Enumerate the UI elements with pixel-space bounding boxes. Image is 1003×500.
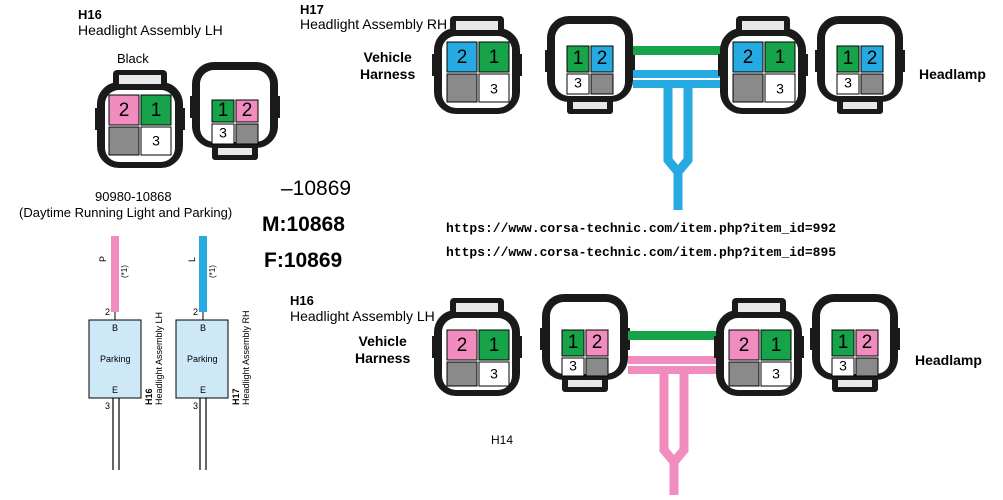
vehicle-harness-label-bottom: Vehicle Harness [355, 333, 411, 366]
svg-text:1: 1 [573, 48, 584, 69]
pin-top-left: 2 [105, 307, 111, 317]
female-part: F:10869 [264, 249, 343, 272]
h16-headlamp-connector: 1 2 3 [810, 294, 900, 392]
terminal-e-right: E [200, 385, 207, 395]
h17-adapter-connector-a: 1 2 3 [545, 16, 635, 114]
h17-adapter-connector-b: 2 1 3 [718, 16, 808, 114]
h17-name: Headlight Assembly RH [300, 16, 448, 32]
svg-text:2: 2 [867, 48, 878, 69]
connector-color-label: Black [117, 51, 149, 66]
h16-bottom-name: Headlight Assembly LH [290, 308, 435, 324]
pin-bottom-left: 3 [105, 401, 111, 411]
svg-text:3: 3 [844, 75, 852, 91]
h16-adapter-connector-a: 1 2 3 [540, 294, 630, 392]
alt-part-number: –10869 [281, 177, 352, 200]
top-blue-wire [633, 70, 725, 88]
svg-text:2: 2 [592, 332, 603, 353]
h17-headlamp-connector: 1 2 3 [815, 16, 905, 114]
svg-text:2: 2 [597, 48, 608, 69]
bottom-green-wire [628, 331, 720, 340]
note-right: (*1) [208, 265, 217, 278]
h17-vehicle-harness-connector: 2 1 3 [432, 16, 522, 114]
h17-code: H17 [300, 2, 324, 17]
schematic-name-right: Headlight Assembly RH [241, 310, 251, 405]
terminal-b-right: B [200, 323, 207, 333]
schematic-name-left: Headlight Assembly LH [154, 311, 164, 405]
schematic-h17 [175, 236, 229, 470]
svg-text:2: 2 [242, 100, 253, 121]
vehicle-harness-label-top: Vehicle Harness [360, 49, 416, 82]
svg-text:3: 3 [772, 366, 780, 382]
schematic-code-left: H16 [144, 388, 154, 405]
wire-color-p: P [98, 255, 108, 262]
h16-top-code: H16 [78, 7, 102, 22]
top-green-wire [633, 46, 725, 55]
svg-text:3: 3 [569, 358, 577, 374]
svg-text:3: 3 [574, 75, 582, 91]
h16-mating-connector-left: 1 2 3 [190, 62, 280, 160]
svg-text:1: 1 [775, 47, 786, 68]
parking-box-h17 [175, 319, 229, 399]
h16-top-name: Headlight Assembly LH [78, 22, 223, 38]
svg-text:3: 3 [776, 81, 784, 97]
h14-label: H14 [491, 433, 514, 447]
svg-text:1: 1 [151, 100, 162, 121]
svg-text:2: 2 [739, 335, 750, 356]
h16-vehicle-harness-connector: 2 1 3 [432, 298, 522, 396]
parking-label-right: Parking [187, 354, 218, 364]
svg-text:2: 2 [457, 47, 468, 68]
part-description: (Daytime Running Light and Parking) [19, 205, 233, 220]
bottom-pink-wire [628, 356, 720, 374]
svg-text:2: 2 [862, 332, 873, 353]
pin-top-right: 2 [193, 307, 199, 317]
url-item-895[interactable]: https://www.corsa-technic.com/item.php?i… [446, 245, 837, 260]
schematic-h16 [88, 236, 142, 470]
wire-color-l: L [187, 256, 197, 262]
h16-black-connector-left: 2 1 3 [95, 70, 185, 168]
male-part: M:10868 [262, 213, 345, 236]
part-number: 90980-10868 [95, 189, 172, 204]
svg-text:3: 3 [152, 133, 160, 149]
headlamp-label-top: Headlamp [919, 66, 986, 82]
h16-adapter-connector-b: 2 1 3 [714, 298, 804, 396]
parking-box-h16 [88, 319, 142, 399]
svg-text:1: 1 [568, 332, 579, 353]
terminal-e-left: E [112, 385, 119, 395]
svg-text:3: 3 [490, 81, 498, 97]
parking-label-left: Parking [100, 354, 131, 364]
url-item-992[interactable]: https://www.corsa-technic.com/item.php?i… [446, 221, 837, 236]
svg-text:2: 2 [743, 47, 754, 68]
svg-text:2: 2 [119, 100, 130, 121]
svg-text:1: 1 [218, 100, 229, 121]
svg-text:1: 1 [771, 335, 782, 356]
svg-text:1: 1 [838, 332, 849, 353]
svg-text:1: 1 [489, 47, 500, 68]
svg-text:1: 1 [843, 48, 854, 69]
svg-text:1: 1 [489, 335, 500, 356]
terminal-b-left: B [112, 323, 119, 333]
pin-bottom-right: 3 [193, 401, 199, 411]
svg-text:3: 3 [219, 125, 227, 141]
note-left: (*1) [120, 265, 129, 278]
h16-bottom-code: H16 [290, 293, 314, 308]
svg-text:3: 3 [839, 358, 847, 374]
headlamp-label-bottom: Headlamp [915, 352, 982, 368]
svg-text:3: 3 [490, 366, 498, 382]
schematic-code-right: H17 [231, 388, 241, 405]
svg-text:2: 2 [457, 335, 468, 356]
